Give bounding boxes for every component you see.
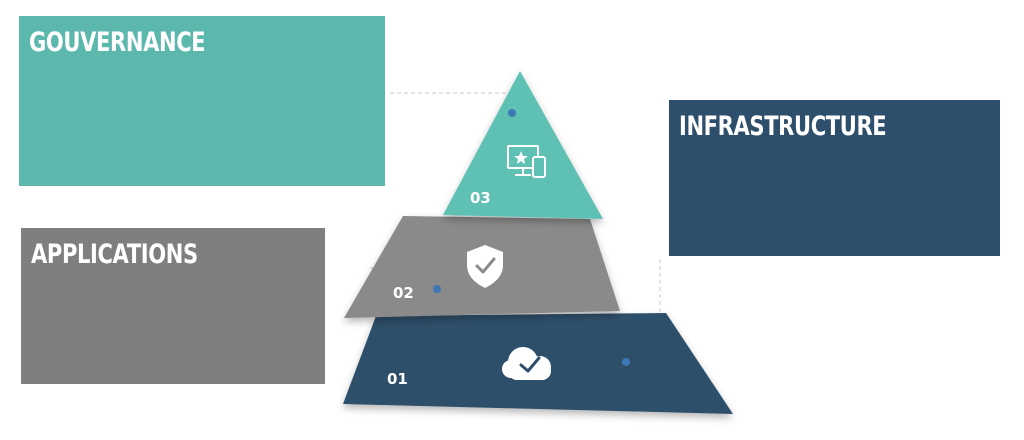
infrastructure-title: INFRASTRUCTURE: [679, 111, 887, 142]
infrastructure-box: INFRASTRUCTURE: [669, 100, 1000, 256]
pyramid-level-2: 02: [344, 216, 620, 318]
gouvernance-box: GOUVERNANCE: [19, 16, 385, 186]
applications-box: APPLICATIONS: [21, 228, 325, 384]
level-3-number: 03: [470, 189, 491, 207]
level-1-dot: [622, 358, 630, 366]
pyramid-level-1: 01: [343, 313, 733, 414]
level-2-number: 02: [393, 284, 414, 302]
connector-level-3: [390, 92, 513, 113]
level-1-number: 01: [387, 370, 408, 388]
devices-star-icon: [507, 145, 546, 178]
level-2-dot: [433, 285, 441, 293]
level-3-dot: [508, 109, 516, 117]
gouvernance-title: GOUVERNANCE: [29, 27, 206, 58]
cloud-check-icon: [502, 347, 551, 380]
applications-title: APPLICATIONS: [31, 239, 198, 270]
shield-check-icon: [467, 245, 503, 288]
pyramid-level-3: 03: [443, 71, 603, 219]
